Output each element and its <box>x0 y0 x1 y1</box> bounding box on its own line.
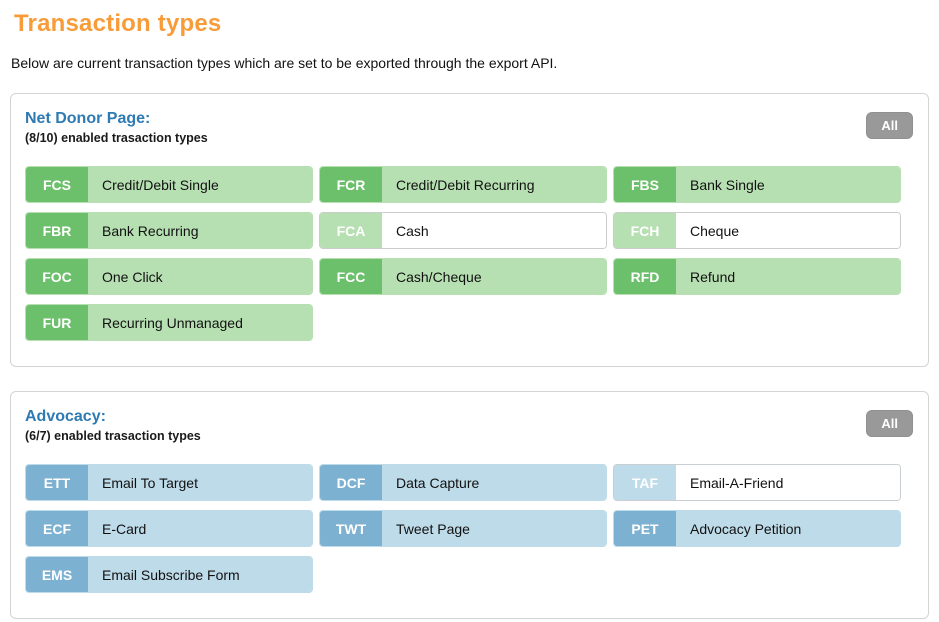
tile-code-badge: PET <box>614 511 676 547</box>
transaction-type-tile[interactable]: FBS Bank Single <box>613 166 901 204</box>
tile-label: Credit/Debit Single <box>88 167 312 203</box>
tile-code-badge: ETT <box>26 465 88 501</box>
tile-label: Email Subscribe Form <box>88 557 312 593</box>
tile-code-badge: DCF <box>320 465 382 501</box>
tile-label: Cash/Cheque <box>382 259 606 295</box>
transaction-type-tile[interactable]: FCA Cash <box>319 212 607 250</box>
transaction-type-tile[interactable]: FCH Cheque <box>613 212 901 250</box>
tile-label: One Click <box>88 259 312 295</box>
transaction-type-tile[interactable]: FBR Bank Recurring <box>25 212 313 250</box>
tile-code-badge: FCA <box>320 213 382 249</box>
tile-label: E-Card <box>88 511 312 547</box>
tile-code-badge: TAF <box>614 465 676 501</box>
tile-code-badge: FUR <box>26 305 88 341</box>
tile-code-badge: FBS <box>614 167 676 203</box>
sections: Net Donor Page: (8/10) enabled trasactio… <box>10 93 929 620</box>
transaction-type-tile[interactable]: ECF E-Card <box>25 510 313 548</box>
tile-code-badge: FCS <box>26 167 88 203</box>
tile-code-badge: FCR <box>320 167 382 203</box>
panel-header: Net Donor Page: (8/10) enabled trasactio… <box>25 108 914 145</box>
tile-label: Cash <box>382 213 606 249</box>
transaction-type-tile[interactable]: FOC One Click <box>25 258 313 296</box>
tile-label: Tweet Page <box>382 511 606 547</box>
page-description: Below are current transaction types whic… <box>11 55 558 71</box>
tile-code-badge: FCH <box>614 213 676 249</box>
tile-code-badge: FCC <box>320 259 382 295</box>
transaction-type-tile[interactable]: DCF Data Capture <box>319 464 607 502</box>
tile-label: Refund <box>676 259 900 295</box>
tile-label: Advocacy Petition <box>676 511 900 547</box>
all-button[interactable]: All <box>866 410 913 438</box>
transaction-type-tile[interactable]: FCC Cash/Cheque <box>319 258 607 296</box>
tile-code-badge: FBR <box>26 213 88 249</box>
tile-label: Email To Target <box>88 465 312 501</box>
tile-label: Cheque <box>676 213 900 249</box>
transaction-type-panel: Net Donor Page: (8/10) enabled trasactio… <box>10 93 929 368</box>
tile-code-badge: EMS <box>26 557 88 593</box>
tile-label: Data Capture <box>382 465 606 501</box>
section-subtitle: (8/10) enabled trasaction types <box>25 131 208 146</box>
tile-grid: ETT Email To Target DCF Data Capture TAF… <box>25 464 901 594</box>
tile-label: Bank Single <box>676 167 900 203</box>
panel-header-text: Advocacy: (6/7) enabled trasaction types <box>25 406 201 443</box>
section-title: Net Donor Page: <box>25 110 151 127</box>
panel-header: Advocacy: (6/7) enabled trasaction types… <box>25 406 914 443</box>
section-title: Advocacy: <box>25 408 106 426</box>
tile-label: Bank Recurring <box>88 213 312 249</box>
tile-label: Email-A-Friend <box>676 465 900 501</box>
transaction-type-tile[interactable]: TAF Email-A-Friend <box>613 464 901 502</box>
transaction-type-tile[interactable]: ETT Email To Target <box>25 464 313 502</box>
tile-label: Recurring Unmanaged <box>88 305 312 341</box>
transaction-type-tile[interactable]: TWT Tweet Page <box>319 510 607 548</box>
tile-label: Credit/Debit Recurring <box>382 167 606 203</box>
transaction-type-tile[interactable]: FCR Credit/Debit Recurring <box>319 166 607 204</box>
tile-code-badge: TWT <box>320 511 382 547</box>
transaction-type-tile[interactable]: EMS Email Subscribe Form <box>25 556 313 594</box>
all-button[interactable]: All <box>866 112 913 139</box>
tile-code-badge: ECF <box>26 511 88 547</box>
transaction-type-tile[interactable]: PET Advocacy Petition <box>613 510 901 548</box>
transaction-type-tile[interactable]: RFD Refund <box>613 258 901 296</box>
panel-header-text: Net Donor Page: (8/10) enabled trasactio… <box>25 108 208 145</box>
tile-code-badge: RFD <box>614 259 676 295</box>
section-subtitle: (6/7) enabled trasaction types <box>25 429 201 444</box>
tile-code-badge: FOC <box>26 259 88 295</box>
transaction-type-tile[interactable]: FCS Credit/Debit Single <box>25 166 313 204</box>
tile-grid: FCS Credit/Debit Single FCR Credit/Debit… <box>25 166 901 342</box>
transaction-type-panel: Advocacy: (6/7) enabled trasaction types… <box>10 391 929 620</box>
page-title: Transaction types <box>14 10 222 37</box>
transaction-type-tile[interactable]: FUR Recurring Unmanaged <box>25 304 313 342</box>
